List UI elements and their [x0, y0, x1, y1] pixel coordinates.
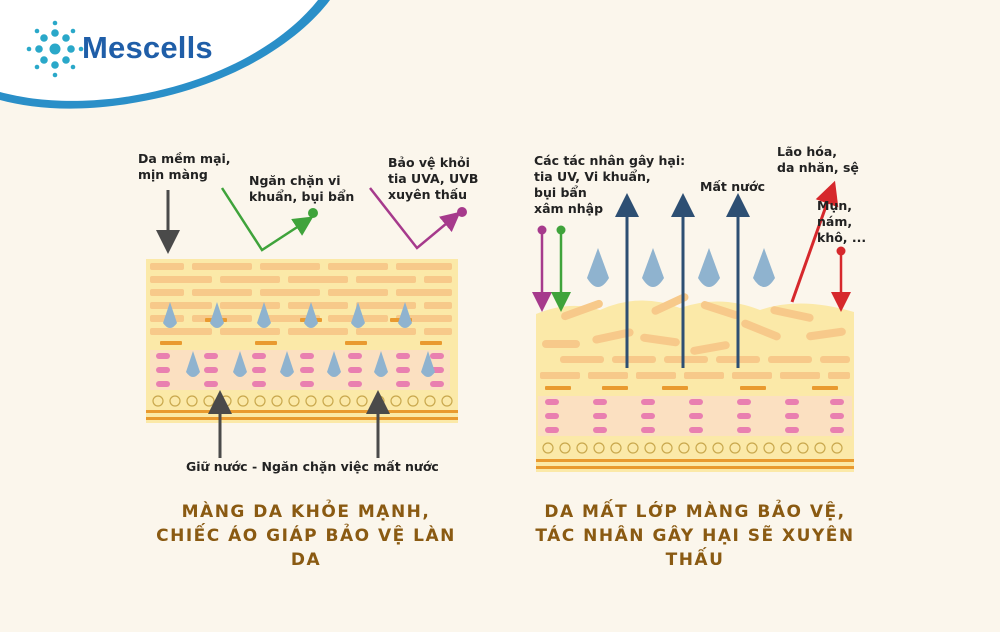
damaged-pink-cells: [538, 396, 852, 436]
damaged-round-cells: [542, 442, 843, 454]
label-retain-water: Giữ nước - Ngăn chặn việc mất nước: [186, 459, 439, 474]
healthy-skin-base: [146, 259, 458, 423]
label-aging: Lão hóa, da nhăn, sệ: [777, 144, 859, 175]
label-soft-skin: Da mềm mại, mịn màng: [138, 151, 231, 182]
bacteria-dot: [308, 208, 318, 218]
uv-dot: [457, 207, 467, 217]
damaged-caption-line-2: TÁC NHÂN GÂY HẠI SẼ XUYÊN THẤU: [535, 526, 855, 570]
healthy-caption-line-2: CHIẾC ÁO GIÁP BẢO VỆ LÀN DA: [156, 526, 456, 570]
bacteria-block-arrow: [220, 187, 314, 252]
header-wave: [0, 0, 318, 101]
healthy-base-lines: [146, 410, 458, 420]
healthy-skin-diagram: [146, 187, 467, 458]
damaged-brick-layer: [540, 372, 850, 379]
damaged-caption: DA MẤT LỚP MÀNG BẢO VỆ, TÁC NHÂN GÂY HẠI…: [530, 500, 860, 572]
healthy-pink-cells: [150, 350, 450, 390]
scattered-scales: [542, 293, 850, 363]
label-acne: Mụn, nám, khô, ...: [817, 198, 867, 245]
damaged-caption-line-1: DA MẤT LỚP MÀNG BẢO VỆ,: [544, 502, 846, 522]
agents-dot-purple: [537, 225, 547, 235]
label-harmful-agents: Các tác nhân gây hại: tia UV, Vi khuẩn, …: [534, 153, 686, 216]
aging-arrow: [790, 180, 839, 303]
damaged-skin-top-wave: [536, 300, 854, 320]
damaged-skin-diagram: [532, 180, 854, 472]
damaged-skin-base: [536, 314, 854, 472]
label-water-loss: Mất nước: [700, 179, 765, 194]
label-block-bacteria: Ngăn chặn vi khuẩn, bụi bẩn: [249, 173, 355, 204]
uv-block-arrow: [369, 187, 461, 250]
healthy-caption: MÀNG DA KHỎE MẠNH, CHIẾC ÁO GIÁP BẢO VỆ …: [148, 500, 464, 572]
cell-cluster-icon: [26, 20, 84, 78]
label-uv-protect: Bảo vệ khỏi tia UVA, UVB xuyên thấu: [388, 155, 479, 202]
acne-dot: [836, 246, 846, 256]
brand-name[interactable]: Mescells: [82, 30, 213, 65]
healthy-caption-line-1: MÀNG DA KHỎE MẠNH,: [181, 502, 431, 522]
damaged-base-lines: [536, 459, 854, 469]
damaged-droplets: [587, 248, 775, 287]
damaged-orange-bars: [545, 386, 838, 390]
agents-dot-green: [556, 225, 566, 235]
healthy-droplets: [163, 302, 435, 377]
